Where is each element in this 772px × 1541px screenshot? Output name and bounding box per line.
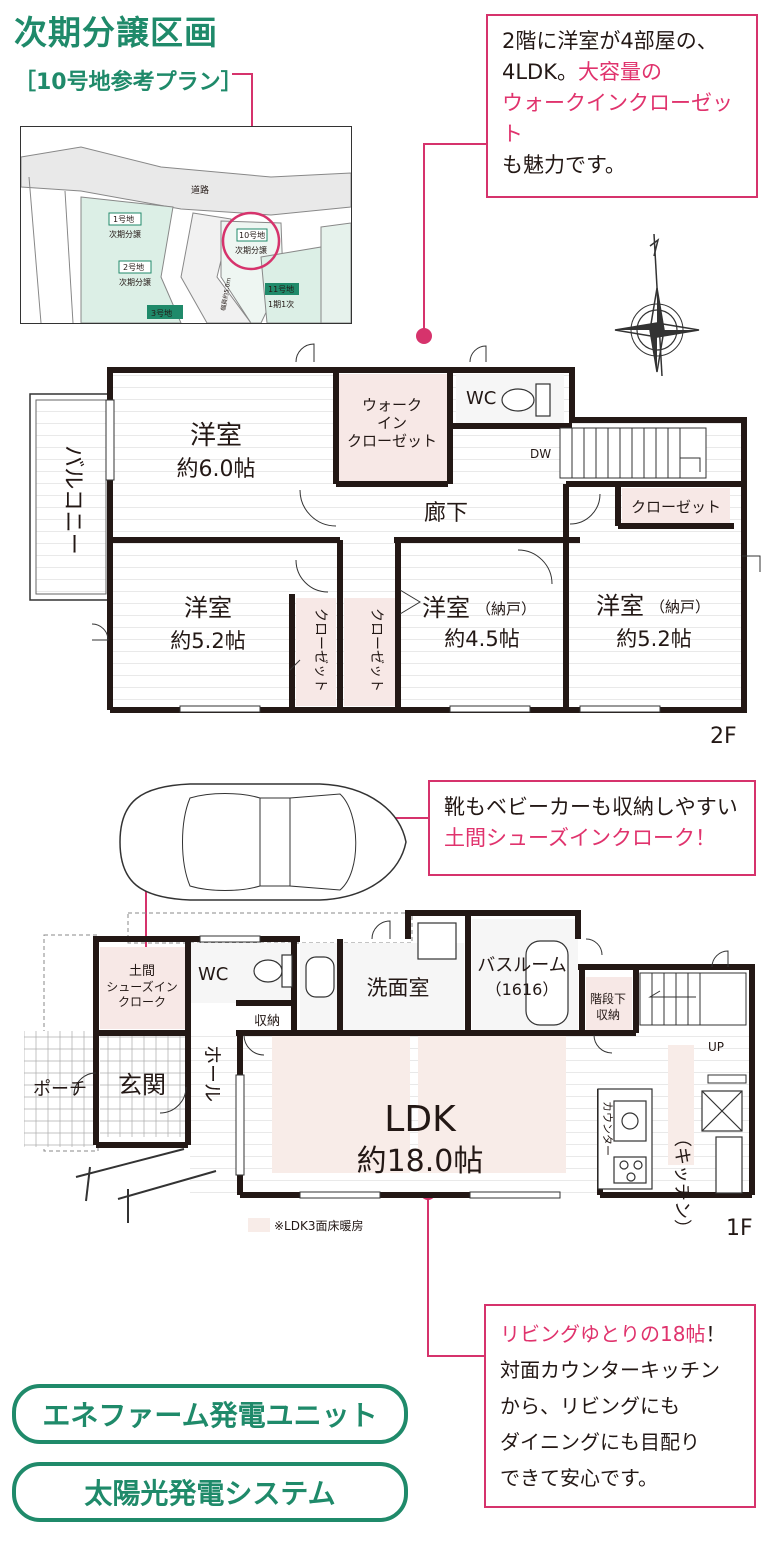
counter-label: カウンター	[601, 1101, 614, 1156]
under-stair-line1: 階段下	[590, 991, 626, 1006]
room4-note: （納戸）	[650, 598, 710, 616]
lot11-label: 11号地	[268, 284, 294, 294]
shoe-cloak-line3: クローク	[118, 995, 166, 1009]
bath-label: バスルーム	[477, 955, 566, 976]
wic-line2: イン	[377, 414, 407, 432]
ldk-label: LDK	[384, 1099, 457, 1140]
lot11-status: 1期1次	[268, 299, 294, 309]
car-icon	[119, 783, 407, 901]
floor-heating-swatch	[248, 1218, 270, 1232]
note-2f-line1: 2階に洋室が4部屋の、	[502, 29, 718, 53]
lot2-status: 次期分譲	[119, 277, 151, 287]
plan-subtitle: ［10号地参考プラン］	[14, 70, 243, 95]
wc-label-2f: WC	[466, 388, 496, 409]
room1-size: 約6.0帖	[177, 457, 256, 482]
floor-plan-1f: 土間 シューズイン クローク WC 洗面室 バスルーム （1616） 階段下 収…	[24, 910, 755, 1237]
room4-size: 約5.2帖	[616, 627, 691, 651]
note-ldk-line1-tail: ！	[705, 1322, 726, 1346]
wic-line1: ウォーク	[362, 396, 422, 414]
dw-label: DW	[530, 447, 551, 461]
kitchen-label: （キッチン）	[671, 1129, 692, 1237]
closet-v-1: クローゼット	[312, 608, 328, 692]
washroom-label: 洗面室	[367, 976, 430, 1000]
lot10-label: 10号地	[239, 230, 265, 240]
site-map-drawing: 道路 1号地 次期分譲 2号地 次期分譲 10号地 次期分譲 11号地 1期1次…	[20, 146, 352, 324]
note-2f-line2: 4LDK。	[502, 60, 579, 84]
note-ldk-line5: できて安心です。	[500, 1466, 658, 1490]
note-shoe-cloak: 靴もベビーカーも収納しやすい 土間シューズインクローク！	[428, 780, 756, 876]
room2-size: 約5.2帖	[170, 629, 245, 653]
note-second-floor: 2階に洋室が4部屋の、 4LDK。大容量の ウォークインクローゼット も魅力です…	[486, 14, 758, 198]
storage-label-1f: 収納	[254, 1014, 280, 1029]
hall-label-2f: 廊下	[424, 501, 468, 526]
lot10-status: 次期分譲	[235, 245, 267, 255]
note-2f-line2-pink: 大容量の	[578, 60, 663, 84]
closet-label-2f: クローゼット	[631, 498, 721, 516]
closet-v-2: クローゼット	[368, 608, 384, 692]
floor-label-1f: 1F	[726, 1216, 753, 1241]
note-shoe-line1: 靴もベビーカーも収納しやすい	[444, 795, 738, 819]
site-map: 道路 1号地 次期分譲 2号地 次期分譲 10号地 次期分譲 11号地 1期1次…	[20, 126, 352, 324]
floor-heating-legend: ※LDK3面床暖房	[274, 1219, 364, 1233]
note-shoe-line2: 土間シューズインクローク！	[444, 826, 716, 850]
badge-solar: 太陽光発電システム	[12, 1462, 408, 1522]
bath-size: （1616）	[486, 980, 559, 999]
note-ldk-line2: 対面カウンターキッチン	[500, 1358, 720, 1382]
lot3-label: 3号地	[151, 308, 172, 318]
site-road-label: 道路	[191, 184, 209, 196]
shoe-cloak-line2: シューズイン	[106, 979, 177, 994]
note-ldk: リビングゆとりの18帖！ 対面カウンターキッチン から、リビングにも ダイニング…	[484, 1304, 756, 1508]
room3-size: 約4.5帖	[444, 627, 519, 651]
porch-label: ポーチ	[33, 1079, 87, 1100]
lot1-status: 次期分譲	[109, 229, 141, 239]
under-stair-line2: 収納	[596, 1008, 620, 1022]
room1-name: 洋室	[190, 421, 242, 451]
note-2f-line3: ウォークインクローゼット	[502, 91, 733, 146]
lot1-label: 1号地	[113, 214, 134, 224]
note-ldk-line1: リビングゆとりの18帖	[500, 1322, 706, 1346]
floor-label-2f: 2F	[710, 724, 737, 749]
room3-name: 洋室	[422, 594, 470, 622]
balcony-label: バルコニー	[60, 445, 85, 555]
badge-enefarm: エネファーム発電ユニット	[12, 1384, 408, 1444]
room3-note: （納戸）	[476, 600, 536, 618]
note-ldk-line3: から、リビングにも	[500, 1394, 680, 1418]
entrance-label: 玄関	[118, 1071, 166, 1099]
floor-plan-2f: バルコニー 洋室 約6.0帖 ウォーク イン クローゼット WC 廊下 DW ク…	[29, 343, 761, 713]
ldk-size: 約18.0帖	[357, 1144, 484, 1179]
wic-line3: クローゼット	[347, 432, 437, 450]
room2-name: 洋室	[184, 594, 232, 622]
stairs-up-label: UP	[708, 1040, 724, 1054]
hall-label-1f: ホール	[201, 1045, 223, 1102]
wc-label-1f: WC	[198, 964, 228, 985]
note-2f-line4: も魅力です。	[502, 153, 626, 177]
shoe-cloak-line1: 土間	[129, 964, 155, 979]
page-title: 次期分譲区画	[14, 13, 218, 52]
note-ldk-line4: ダイニングにも目配り	[500, 1430, 700, 1454]
compass-icon	[614, 233, 700, 377]
lot2-label: 2号地	[123, 262, 144, 272]
room4-name: 洋室	[596, 592, 644, 620]
